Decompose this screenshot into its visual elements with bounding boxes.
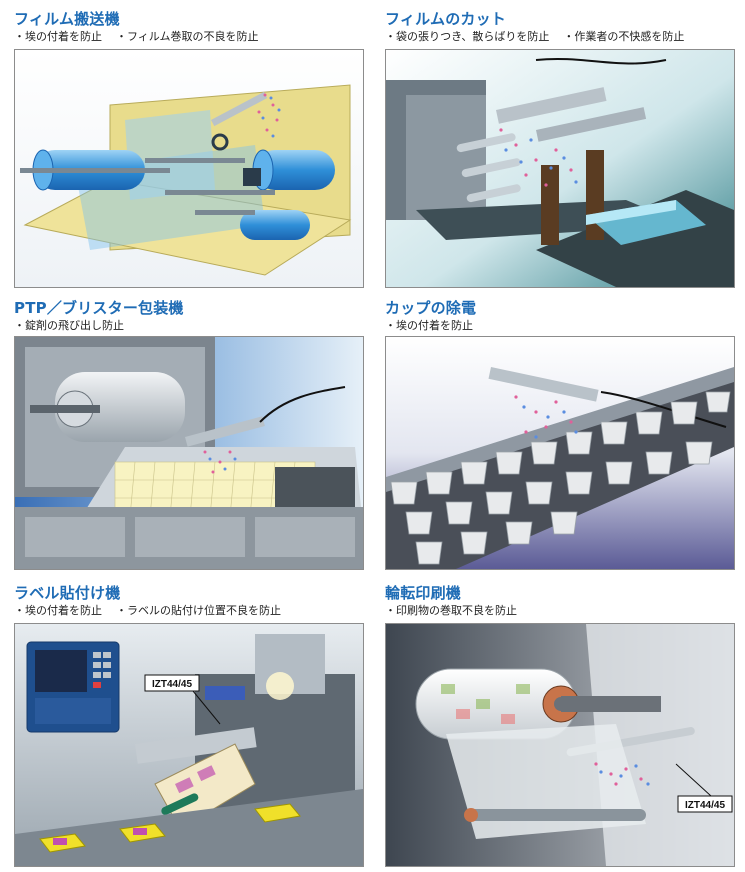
illustration-label-applicator: IZT44/45 — [14, 623, 364, 867]
panel-subtitle: ・埃の付着を防止 ・ラベルの貼付け位置不良を防止 — [14, 602, 295, 618]
panel-film-cutting: フィルムのカット ・袋の張りつき、散らばりを防止・作業者の不快感を防止 — [385, 8, 735, 288]
illustration-film-cutting — [385, 49, 735, 288]
panel-title: カップの除電 — [385, 299, 477, 317]
panel-subtitle: ・錠剤の飛び出し防止 — [14, 317, 138, 333]
panel-title: ラベル貼付け機 — [14, 584, 121, 602]
benefit-text: ・作業者の不快感を防止 — [563, 30, 685, 43]
panel-subtitle: ・印刷物の巻取不良を防止 — [385, 602, 531, 618]
panel-ptp-blister: PTP／ブリスター包装機 ・錠剤の飛び出し防止 — [14, 297, 364, 572]
panel-film-transport: フィルム搬送機 ・埃の付着を防止 ・フィルム巻取の不良を防止 — [14, 8, 364, 288]
panel-title: PTP／ブリスター包装機 — [14, 299, 184, 317]
panel-label-applicator: ラベル貼付け機 ・埃の付着を防止 ・ラベルの貼付け位置不良を防止 — [14, 582, 364, 867]
illustration-ptp-blister — [14, 336, 364, 570]
benefit-text: ・埃の付着を防止 — [385, 319, 473, 332]
benefit-text: ・錠剤の飛び出し防止 — [14, 319, 124, 332]
benefit-text: ・袋の張りつき、散らばりを防止 — [385, 30, 550, 43]
panel-cup-destatic: カップの除電 ・埃の付着を防止 — [385, 297, 735, 572]
panel-title: フィルムのカット — [385, 10, 507, 28]
panel-subtitle: ・埃の付着を防止 — [385, 317, 487, 333]
panel-rotary-press: 輪転印刷機 ・印刷物の巻取不良を防止 IZT44/45 — [385, 582, 735, 867]
model-callout-label: IZT44/45 — [685, 800, 725, 811]
panel-title: フィルム搬送機 — [14, 10, 120, 28]
panel-title: 輪転印刷機 — [385, 584, 462, 602]
panel-subtitle: ・埃の付着を防止 ・フィルム巻取の不良を防止 — [14, 28, 273, 44]
model-callout-label: IZT44/45 — [152, 679, 192, 690]
illustration-rotary-press: IZT44/45 — [385, 623, 735, 867]
benefit-text: ・フィルム巻取の不良を防止 — [116, 30, 259, 43]
benefit-text: ・印刷物の巻取不良を防止 — [385, 604, 517, 617]
benefit-text: ・埃の付着を防止 — [14, 30, 102, 43]
panel-subtitle: ・袋の張りつき、散らばりを防止・作業者の不快感を防止 — [385, 28, 698, 44]
illustration-cups — [385, 336, 735, 570]
illustration-film-transport — [14, 49, 364, 288]
benefit-text: ・ラベルの貼付け位置不良を防止 — [116, 604, 281, 617]
benefit-text: ・埃の付着を防止 — [14, 604, 102, 617]
